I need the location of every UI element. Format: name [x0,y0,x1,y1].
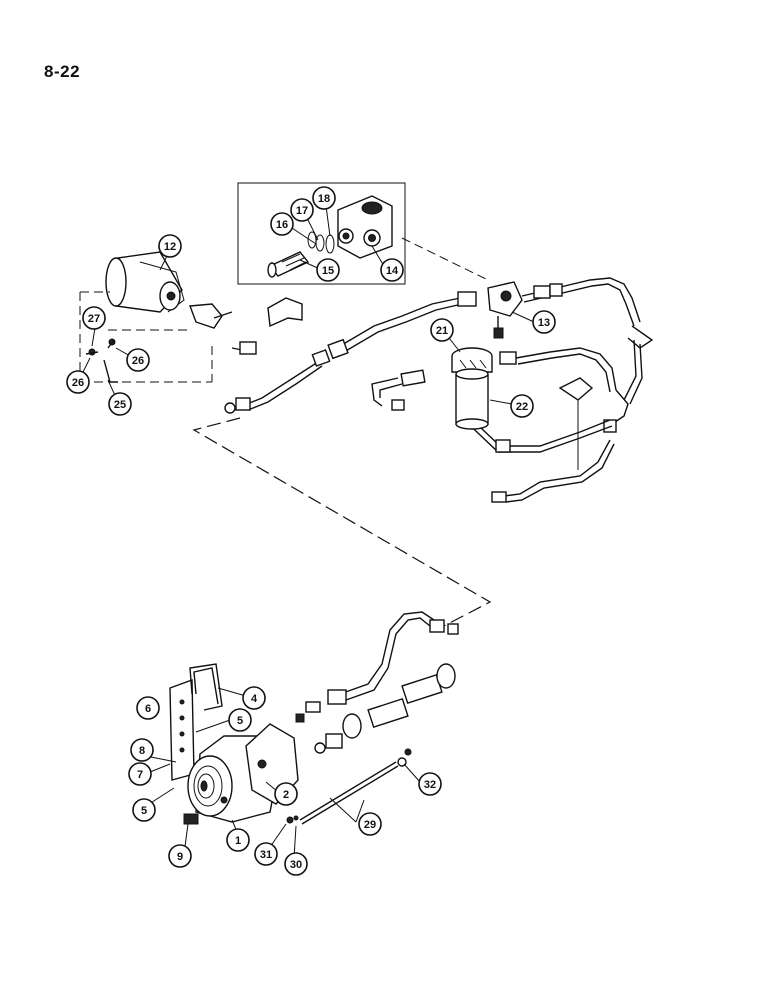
svg-text:32: 32 [424,779,436,791]
callout-27: 27 [82,306,106,330]
callout-25: 25 [108,392,132,416]
callout-8: 8 [130,738,154,762]
callout-5: 5 [132,798,156,822]
svg-text:7: 7 [137,769,143,781]
callout-26: 26 [126,348,150,372]
svg-text:13: 13 [538,317,550,329]
callout-29: 29 [358,812,382,836]
svg-text:1: 1 [235,835,241,847]
svg-text:5: 5 [237,715,243,727]
small-bracket-parts [85,338,118,383]
svg-text:21: 21 [436,325,448,337]
svg-text:8: 8 [139,745,145,757]
callout-22: 22 [510,394,534,418]
callout-14: 14 [380,258,404,282]
svg-text:9: 9 [177,851,183,863]
callout-30: 30 [284,852,308,876]
pump-12 [105,251,233,329]
callout-4: 4 [242,686,266,710]
valve-inset-box [237,182,406,285]
callout-5: 5 [228,708,252,732]
upper-hoses [224,277,654,503]
callout-21: 21 [430,318,454,342]
callout-15: 15 [316,258,340,282]
svg-text:6: 6 [145,703,151,715]
callout-13: 13 [532,310,556,334]
svg-text:15: 15 [322,265,334,277]
callout-16: 16 [270,212,294,236]
svg-text:22: 22 [516,401,528,413]
callout-12: 12 [158,234,182,258]
bracket-outline [79,291,213,383]
svg-text:26: 26 [132,355,144,367]
callout-7: 7 [128,762,152,786]
inset-leader [401,237,489,281]
callout-2: 2 [274,782,298,806]
svg-text:12: 12 [164,241,176,253]
lower-hoses [183,611,459,825]
svg-text:26: 26 [72,377,84,389]
svg-text:25: 25 [114,399,126,411]
svg-text:14: 14 [386,265,399,277]
callout-31: 31 [254,842,278,866]
filter-assembly [451,347,493,430]
callout-26: 26 [66,370,90,394]
callout-18: 18 [312,186,336,210]
callout-17: 17 [290,198,314,222]
svg-text:4: 4 [251,693,258,705]
svg-text:5: 5 [141,805,147,817]
svg-text:30: 30 [290,859,302,871]
svg-text:2: 2 [283,789,289,801]
page-number: 8-22 [44,62,81,81]
svg-text:16: 16 [276,219,288,231]
svg-text:17: 17 [296,205,308,217]
callout-32: 32 [418,772,442,796]
svg-text:18: 18 [318,193,330,205]
connection-leader [192,417,492,629]
callout-9: 9 [168,844,192,868]
callout-6: 6 [136,696,160,720]
callout-1: 1 [226,828,250,852]
svg-text:27: 27 [88,313,100,325]
svg-text:29: 29 [364,819,376,831]
svg-text:31: 31 [260,849,272,861]
